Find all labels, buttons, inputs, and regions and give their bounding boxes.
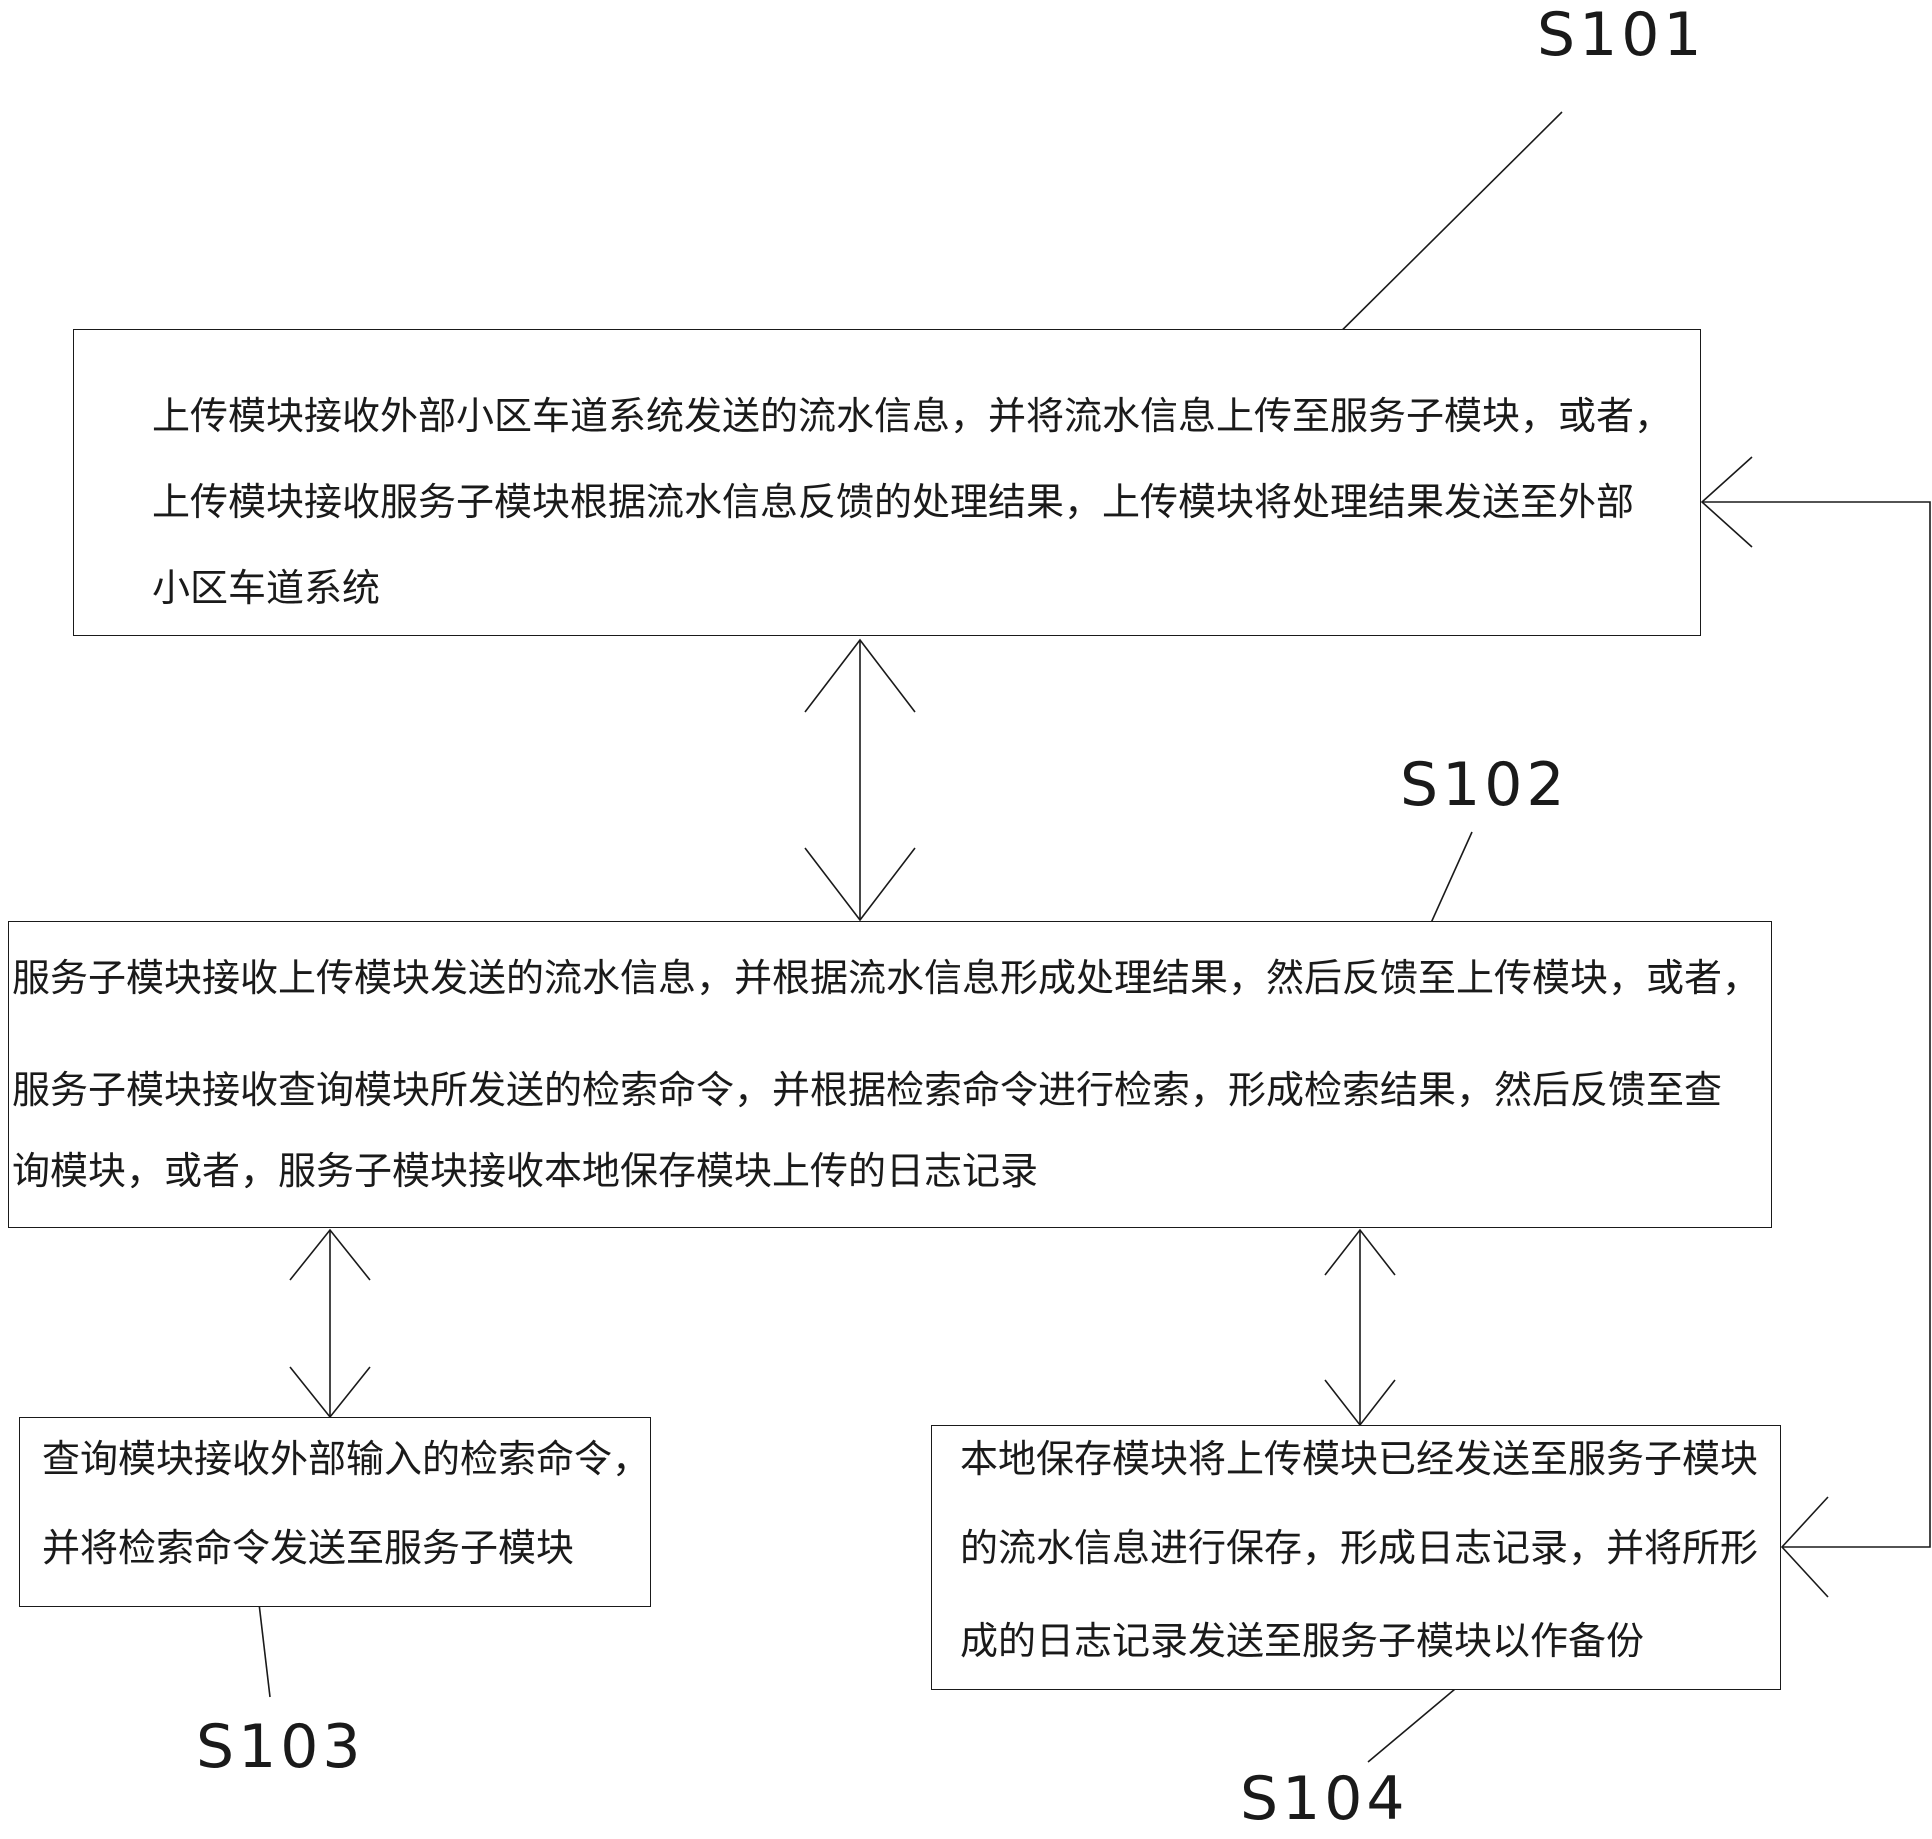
arrow-s101-s102 [804, 638, 916, 922]
step-s101-line-2: 上传模块接收服务子模块根据流水信息反馈的处理结果，上传模块将处理结果发送至外部 [152, 480, 1635, 524]
arrow-s102-s104 [1324, 1228, 1396, 1427]
step-s104-line-2: 的流水信息进行保存，形成日志记录，并将所形 [960, 1526, 1759, 1570]
step-label-s102: S102 [1400, 750, 1569, 820]
step-s102-line-2: 服务子模块接收查询模块所发送的检索命令，并根据检索命令进行检索，形成检索结果，然… [12, 1068, 1723, 1112]
step-s102-line-3: 询模块，或者，服务子模块接收本地保存模块上传的日志记录 [12, 1149, 1039, 1193]
step-s101-line-3: 小区车道系统 [152, 566, 381, 610]
arrow-s104-s101-loop [1700, 456, 1931, 1598]
step-s104-line-3: 成的日志记录发送至服务子模块以作备份 [960, 1619, 1645, 1663]
leader-s101 [1299, 111, 1563, 373]
step-s103-line-2: 并将检索命令发送至服务子模块 [42, 1526, 575, 1570]
arrow-s102-s103 [289, 1228, 371, 1419]
step-box-s104 [931, 1425, 1781, 1690]
step-label-s104: S104 [1240, 1764, 1409, 1834]
step-box-s102 [8, 921, 1772, 1228]
step-label-s103: S103 [196, 1712, 365, 1782]
step-s101-line-1: 上传模块接收外部小区车道系统发送的流水信息，并将流水信息上传至服务子模块，或者， [152, 394, 1673, 438]
step-label-s101: S101 [1537, 0, 1706, 70]
step-box-s101 [73, 329, 1701, 636]
step-s103-line-1: 查询模块接收外部输入的检索命令， [42, 1437, 651, 1481]
step-box-s103 [19, 1417, 651, 1607]
step-s104-line-1: 本地保存模块将上传模块已经发送至服务子模块 [960, 1437, 1759, 1481]
step-s102-line-1: 服务子模块接收上传模块发送的流水信息，并根据流水信息形成处理结果，然后反馈至上传… [12, 956, 1761, 1000]
